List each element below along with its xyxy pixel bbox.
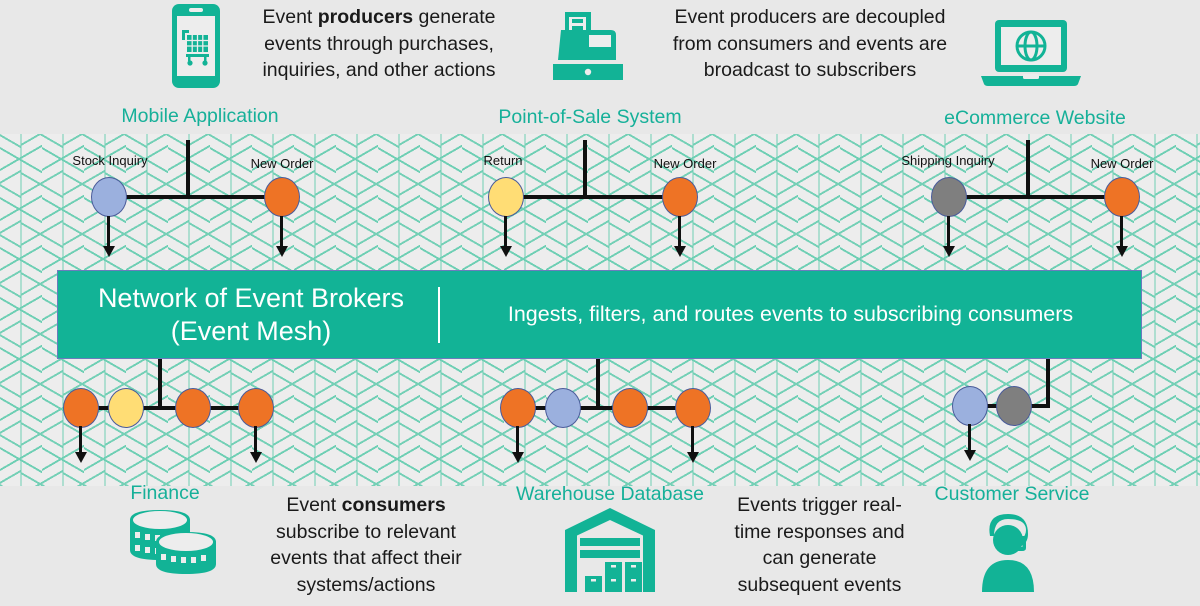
banner-title-line2: (Event Mesh) [170, 315, 332, 346]
connector-horizontal-group3 [948, 195, 1124, 199]
arrow-shaft-shipping-inquiry [947, 216, 950, 252]
warehouse-icon [556, 506, 664, 592]
arrow-shaft-warehouse-1 [516, 426, 519, 458]
producers-row: Event producers generate events through … [0, 0, 1200, 134]
event-dot-stock-inquiry [91, 177, 127, 217]
caption-bold: consumers [341, 494, 446, 516]
consumer-label-finance: Finance [130, 482, 200, 504]
arrow-shaft-new-order-pos [678, 216, 681, 252]
arrow-head-finance-2 [249, 452, 262, 463]
arrow-shaft-finance-1 [79, 426, 82, 458]
event-dot-return [488, 177, 524, 217]
arrow-head-stock-inquiry [102, 246, 115, 257]
arrow-head-return [499, 246, 512, 257]
event-mesh-banner-description: Ingests, filters, and routes events to s… [507, 302, 1074, 326]
connector-horizontal-group1 [108, 195, 284, 199]
consumer-dot-customer-service-1 [952, 386, 988, 426]
arrow-head-new-order-pos [673, 246, 686, 257]
headset-agent-icon [968, 506, 1056, 592]
consumer-dot-finance-1 [63, 388, 99, 428]
connector-stem-group3 [1026, 140, 1030, 198]
event-dot-shipping-inquiry [931, 177, 967, 217]
event-label-new-order-pos: New Order [653, 156, 717, 171]
event-dot-new-order-ecommerce [1104, 177, 1140, 217]
consumer-dot-warehouse-3 [612, 388, 648, 428]
caption-bold: producers [317, 6, 414, 28]
event-label-stock-inquiry: Stock Inquiry [72, 153, 148, 168]
arrow-head-warehouse-1 [511, 452, 524, 463]
event-dot-new-order-pos [662, 177, 698, 217]
consumer-dot-warehouse-2 [545, 388, 581, 428]
event-dot-new-order-mobile [264, 177, 300, 217]
event-label-new-order-mobile: New Order [250, 156, 314, 171]
arrow-shaft-customer-service-1 [968, 424, 971, 456]
consumer-dot-customer-service-2 [996, 386, 1032, 426]
producer-label-mobile-application: Mobile Application [121, 105, 279, 127]
arrow-head-warehouse-2 [686, 452, 699, 463]
producers-right-caption: Event producers are decoupled from consu… [672, 6, 948, 82]
caption-pre: Event [262, 6, 318, 28]
consumer-dot-warehouse-4 [675, 388, 711, 428]
arrow-head-finance-1 [74, 452, 87, 463]
consumer-dot-finance-4 [238, 388, 274, 428]
arrow-head-new-order-mobile [275, 246, 288, 257]
connector-stem-group2 [583, 140, 587, 198]
consumers-row: Finance Warehouse Database Customer Serv… [0, 482, 1200, 606]
connector-stem-finance [158, 359, 162, 409]
arrow-shaft-finance-2 [254, 426, 257, 458]
arrow-shaft-new-order-mobile [280, 216, 283, 252]
caption-pre: Event [286, 494, 342, 516]
connector-stem-group1 [186, 140, 190, 198]
mobile-shopping-cart-icon [160, 2, 232, 90]
connector-horizontal-group2 [505, 195, 685, 199]
event-label-return: Return [483, 153, 523, 168]
producer-label-ecommerce-website: eCommerce Website [944, 107, 1126, 129]
arrow-shaft-return [504, 216, 507, 252]
event-label-new-order-ecommerce: New Order [1090, 156, 1154, 171]
arrow-shaft-warehouse-2 [691, 426, 694, 458]
consumer-label-warehouse-database: Warehouse Database [516, 483, 704, 505]
consumers-right-caption: Events trigger real-time responses and c… [734, 494, 905, 597]
event-nodes-layer: Stock Inquiry New Order Return New Order… [0, 134, 1200, 486]
arrow-shaft-new-order-ecommerce [1120, 216, 1123, 252]
laptop-globe-icon [977, 18, 1085, 90]
event-label-shipping-inquiry: Shipping Inquiry [901, 153, 995, 168]
coins-icon [118, 506, 218, 586]
producers-left-caption: Event producers generate events through … [248, 4, 510, 84]
consumer-dot-finance-3 [175, 388, 211, 428]
caption-post: subscribe to relevant events that affect… [270, 520, 462, 597]
arrow-head-new-order-ecommerce [1115, 246, 1128, 257]
banner-title-line1: Network of Event Brokers [97, 282, 405, 313]
caption-post: generate events through purchases, inqui… [262, 6, 496, 82]
cash-register-icon [548, 8, 628, 86]
event-mesh-banner: Network of Event Brokers (Event Mesh) In… [57, 270, 1142, 359]
arrow-head-customer-service-1 [963, 450, 976, 461]
banner-divider [438, 286, 440, 343]
connector-stem-customer-service [1046, 359, 1050, 408]
arrow-head-shipping-inquiry [942, 246, 955, 257]
connector-stem-warehouse [596, 359, 600, 409]
consumer-label-customer-service: Customer Service [934, 483, 1090, 505]
consumer-dot-finance-2 [108, 388, 144, 428]
event-mesh-banner-title: Network of Event Brokers (Event Mesh) [58, 282, 438, 348]
consumers-left-caption: Event consumers subscribe to relevant ev… [260, 492, 472, 599]
producer-label-point-of-sale: Point-of-Sale System [498, 106, 682, 128]
arrow-shaft-stock-inquiry [107, 216, 110, 252]
consumer-dot-warehouse-1 [500, 388, 536, 428]
